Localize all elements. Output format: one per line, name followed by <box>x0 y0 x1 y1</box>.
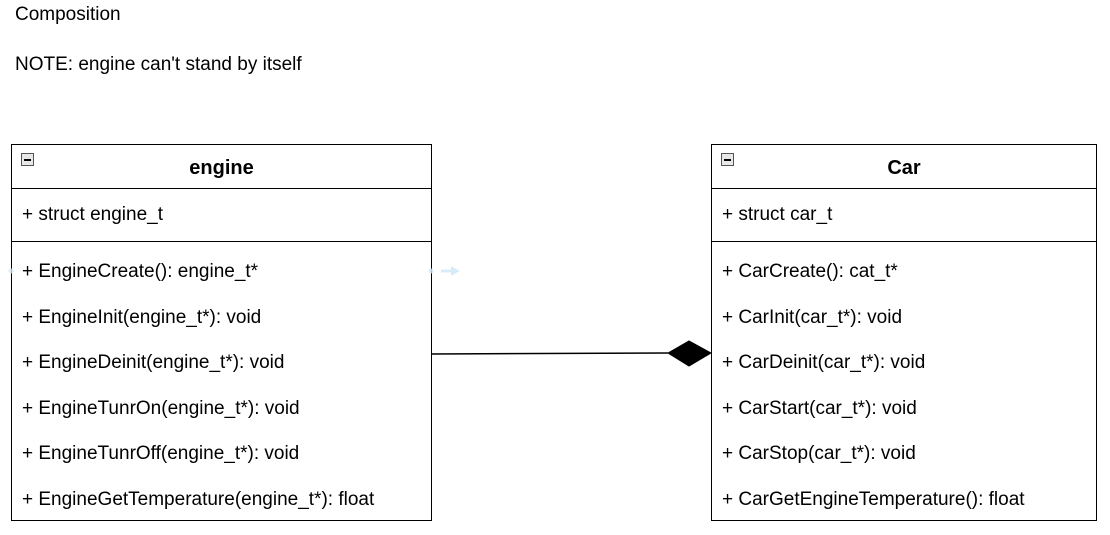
diagram-title: Composition <box>15 4 121 25</box>
method: + CarInit(car_t*): void <box>722 306 903 328</box>
method: + CarStop(car_t*): void <box>722 443 916 464</box>
attribute: + struct engine_t <box>22 204 164 225</box>
method: + CarCreate(): cat_t* <box>722 261 898 282</box>
method: + EngineCreate(): engine_t* <box>22 261 259 282</box>
collapse-icon[interactable] <box>21 153 34 166</box>
method: + CarDeinit(car_t*): void <box>722 352 926 373</box>
attributes-section: + struct car_t <box>712 189 1096 242</box>
method: + EngineInit(engine_t*): void <box>22 306 262 328</box>
collapse-icon[interactable] <box>721 153 734 166</box>
class-name: Car <box>712 145 1096 189</box>
method: + EngineGetTemperature(engine_t*): float <box>22 488 375 510</box>
method: + CarGetEngineTemperature(): float <box>722 488 1025 510</box>
methods-section: + EngineCreate(): engine_t* + EngineInit… <box>12 242 431 531</box>
method: + EngineDeinit(engine_t*): void <box>22 352 285 373</box>
methods-section: + CarCreate(): cat_t* + CarInit(car_t*):… <box>712 242 1096 531</box>
class-name: engine <box>12 145 431 189</box>
car-class-box[interactable]: Car + struct car_t + CarCreate(): cat_t*… <box>711 144 1097 521</box>
attribute: + struct car_t <box>722 204 833 225</box>
diagram-note: NOTE: engine can't stand by itself <box>15 54 302 75</box>
composition-diamond-icon <box>667 340 713 367</box>
method: + CarStart(car_t*): void <box>722 397 917 419</box>
attributes-section: + struct engine_t <box>12 189 431 242</box>
method: + EngineTunrOn(engine_t*): void <box>22 397 300 419</box>
composition-line[interactable] <box>431 352 669 355</box>
engine-class-box[interactable]: engine + struct engine_t + EngineCreate(… <box>11 144 432 521</box>
method: + EngineTunrOff(engine_t*): void <box>22 443 300 464</box>
